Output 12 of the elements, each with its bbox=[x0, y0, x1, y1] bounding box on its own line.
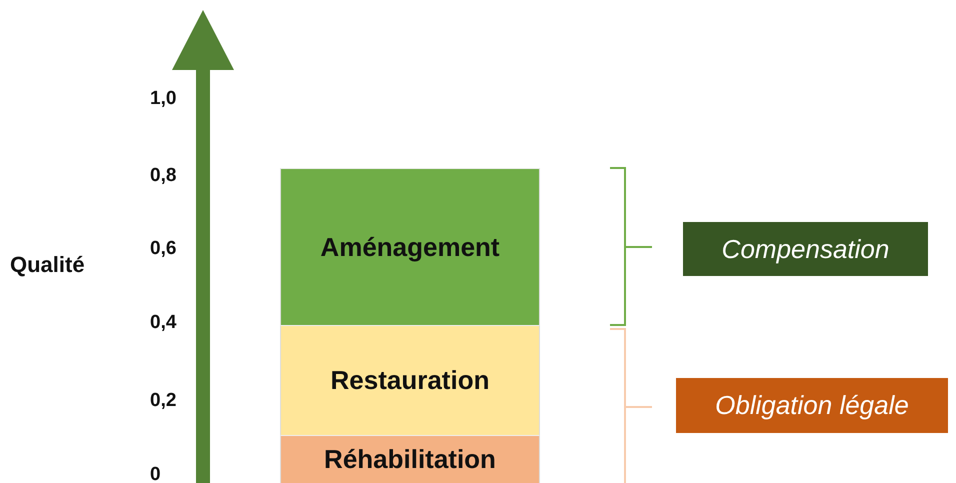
category-label: Obligation légale bbox=[676, 378, 948, 433]
stack-layer: Aménagement bbox=[280, 168, 540, 325]
axis-title: Qualité bbox=[10, 252, 85, 278]
category-label: Compensation bbox=[683, 222, 928, 276]
tick-label: 0,4 bbox=[150, 312, 176, 334]
stack-layer: Réhabilitation bbox=[280, 435, 540, 483]
tick-label: 0,8 bbox=[150, 165, 176, 187]
tick-label: 0,6 bbox=[150, 238, 176, 260]
stack-layer: Restauration bbox=[280, 325, 540, 435]
tick-label: 0,2 bbox=[150, 390, 176, 412]
tick-label: 0 bbox=[150, 464, 161, 483]
tick-label: 1,0 bbox=[150, 88, 176, 110]
